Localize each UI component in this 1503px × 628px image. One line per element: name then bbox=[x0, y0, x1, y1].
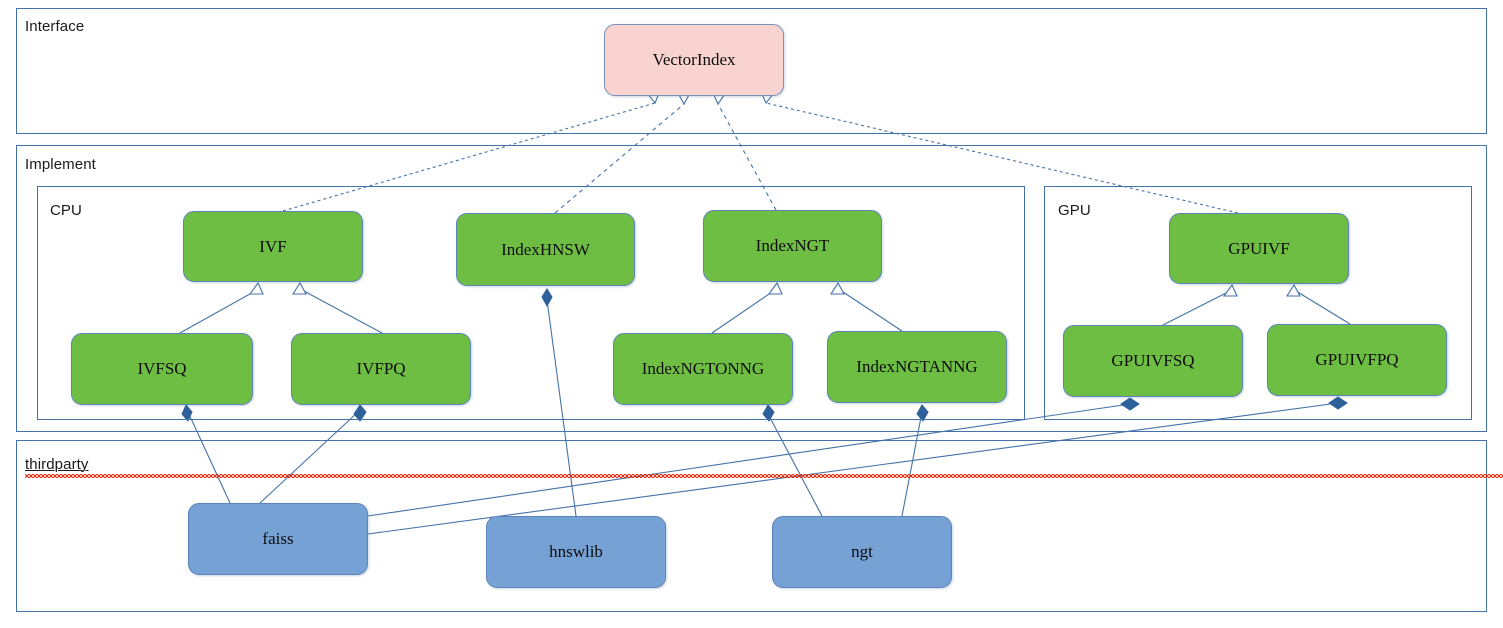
container-label-interface: Interface bbox=[25, 18, 85, 35]
container-interface bbox=[16, 8, 1487, 134]
node-hnswlib[interactable]: hnswlib bbox=[486, 516, 666, 588]
node-indexngtonng[interactable]: IndexNGTONNG bbox=[613, 333, 793, 405]
node-ivfsq[interactable]: IVFSQ bbox=[71, 333, 253, 405]
node-faiss[interactable]: faiss bbox=[188, 503, 368, 575]
container-cpu bbox=[37, 186, 1025, 420]
container-implement bbox=[16, 145, 1487, 432]
container-label-implement: Implement bbox=[25, 156, 96, 173]
node-ivfpq[interactable]: IVFPQ bbox=[291, 333, 471, 405]
node-ivf[interactable]: IVF bbox=[183, 211, 363, 282]
container-thirdparty bbox=[16, 440, 1487, 612]
container-label-thirdparty: thirdparty bbox=[25, 456, 1503, 478]
container-label-cpu: CPU bbox=[50, 202, 82, 219]
node-gpuivf[interactable]: GPUIVF bbox=[1169, 213, 1349, 284]
node-indexngtanng[interactable]: IndexNGTANNG bbox=[827, 331, 1007, 403]
node-indexhnsw[interactable]: IndexHNSW bbox=[456, 213, 635, 286]
container-label-gpu: GPU bbox=[1058, 202, 1091, 219]
node-gpuivfpq[interactable]: GPUIVFPQ bbox=[1267, 324, 1447, 396]
container-gpu bbox=[1044, 186, 1472, 420]
node-ngt[interactable]: ngt bbox=[772, 516, 952, 588]
node-indexngt[interactable]: IndexNGT bbox=[703, 210, 882, 282]
node-vectorindex[interactable]: VectorIndex bbox=[604, 24, 784, 96]
node-gpuivfsq[interactable]: GPUIVFSQ bbox=[1063, 325, 1243, 397]
